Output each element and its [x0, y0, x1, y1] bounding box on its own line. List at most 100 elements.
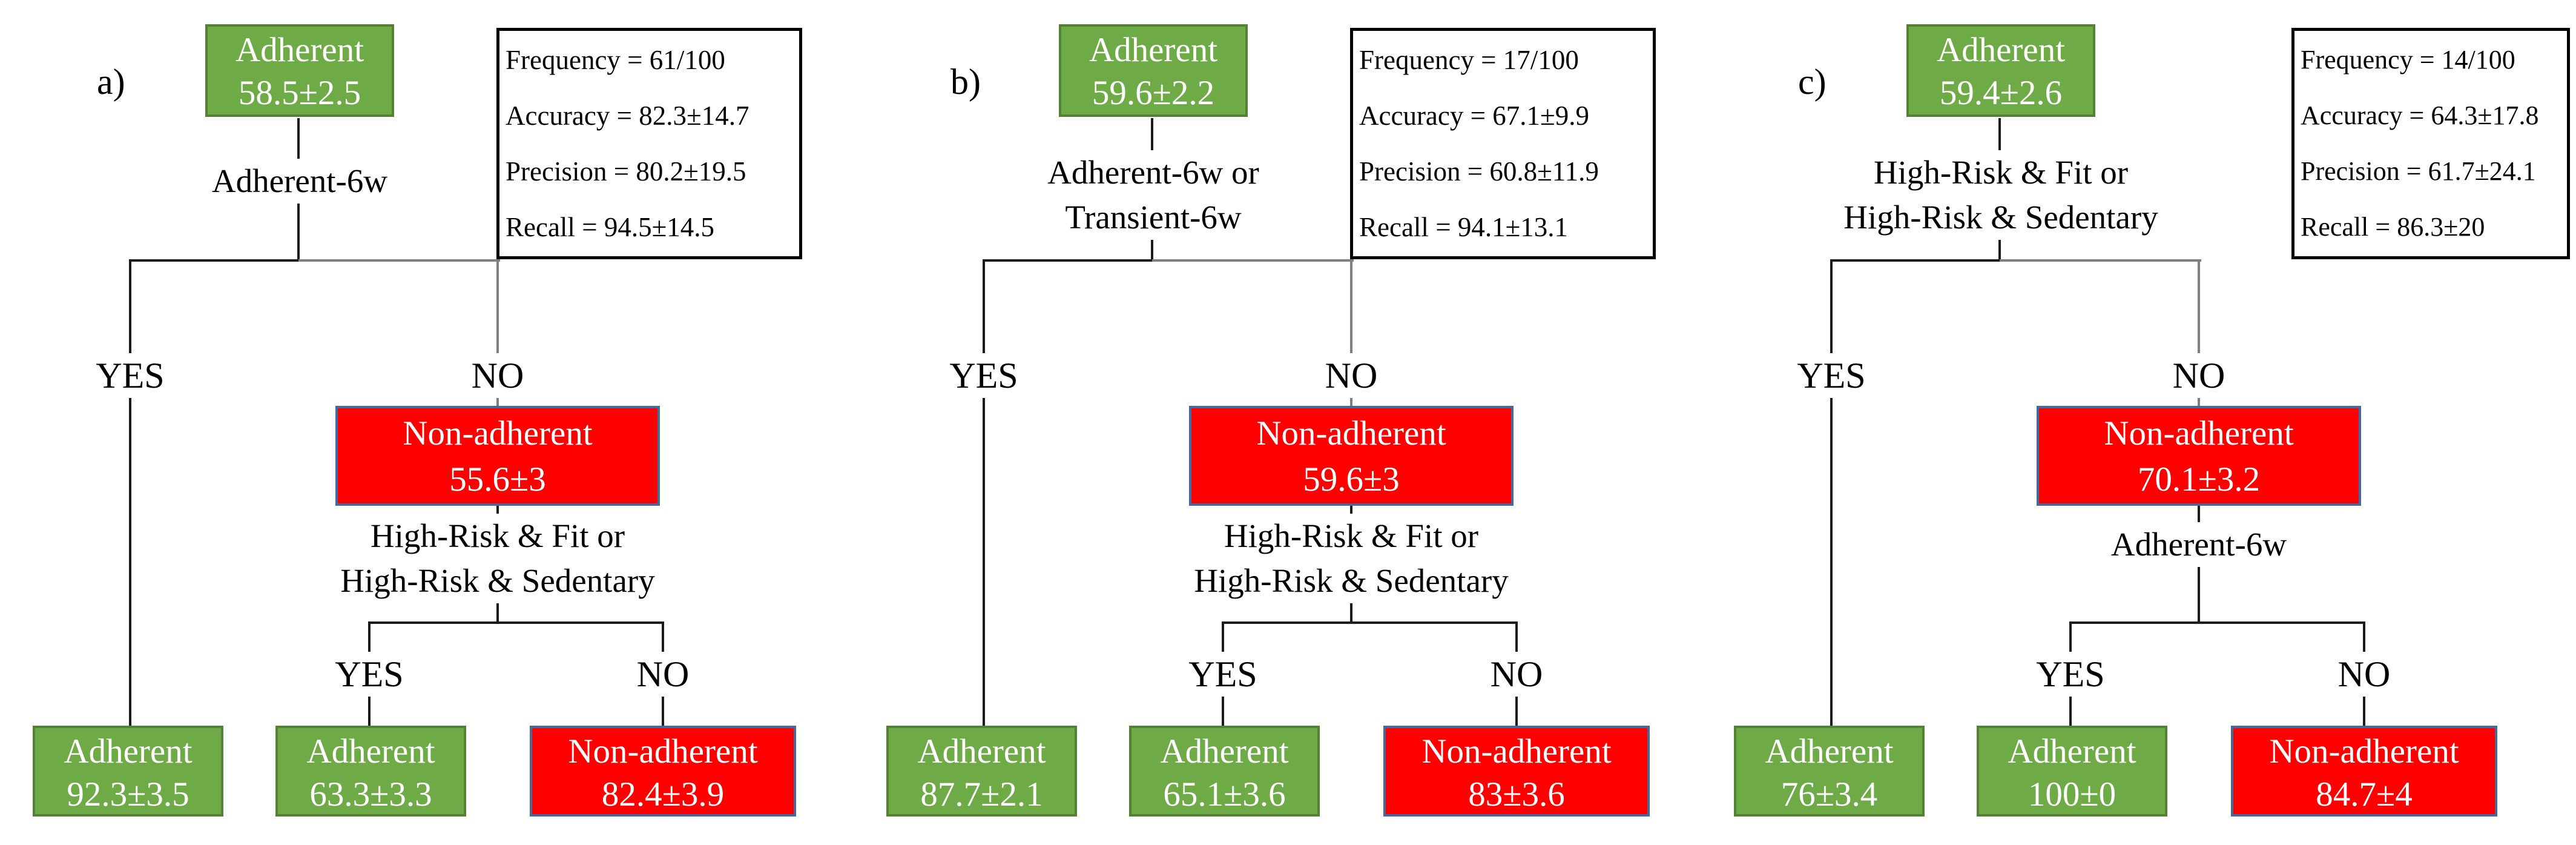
connector-yes1-branch	[129, 259, 131, 726]
no-label-1: NO	[463, 353, 533, 398]
leaf-node: Adherent 65.1±3.6	[1129, 726, 1320, 817]
node-label: Adherent	[306, 732, 435, 770]
panel-label: a)	[97, 61, 125, 103]
connector-no1-branch	[2198, 259, 2200, 408]
branch-line-2	[368, 621, 664, 624]
split-condition-line: Transient-6w	[1065, 199, 1242, 236]
split-condition-line: High-Risk & Fit or	[1224, 517, 1479, 554]
node-value: 76±3.4	[1780, 775, 1878, 814]
internal-node: Non-adherent 59.6±3	[1189, 406, 1514, 506]
node-label: Adherent	[1936, 31, 2066, 69]
node-label: Adherent	[1089, 31, 1218, 69]
node-label: Non-adherent	[1421, 732, 1612, 770]
connector-yes1-branch	[983, 259, 985, 726]
split-condition-line: High-Risk & Fit or	[370, 517, 625, 554]
node-value: 82.4±3.9	[601, 775, 725, 814]
split-condition-line: High-Risk & Sedentary	[340, 562, 655, 599]
metric-precision: Precision = 60.8±11.9	[1359, 156, 1599, 187]
connector-yes1-branch	[1830, 259, 1833, 726]
no-label-2: NO	[2329, 652, 2399, 697]
metric-frequency: Frequency = 61/100	[506, 45, 725, 75]
split-condition-line: Adherent-6w	[211, 162, 388, 199]
node-value: 59.6±2.2	[1092, 74, 1215, 112]
node-value: 65.1±3.6	[1163, 775, 1286, 814]
metric-frequency: Frequency = 14/100	[2301, 45, 2515, 75]
no-label-1: NO	[1316, 353, 1386, 398]
decision-tree-panel-c: c) Adherent 59.4±2.6 Frequency = 14/100 …	[1701, 0, 2576, 845]
split-condition-line: Adherent-6w or	[1047, 154, 1259, 191]
metric-accuracy: Accuracy = 82.3±14.7	[506, 101, 749, 131]
split-condition-2: Adherent-6w	[2103, 522, 2294, 567]
split-condition-1: Adherent-6w or Transient-6w	[1040, 150, 1267, 240]
node-value: 58.5±2.5	[238, 74, 361, 112]
node-value: 87.7±2.1	[920, 775, 1043, 814]
split-condition-line: Adherent-6w	[2110, 526, 2287, 563]
no-label-1: NO	[2164, 353, 2234, 398]
root-node: Adherent 58.5±2.5	[205, 24, 394, 117]
branch-line-2	[1222, 621, 1518, 624]
node-label: Non-adherent	[568, 732, 758, 770]
node-label: Adherent	[2008, 732, 2136, 770]
metrics-box: Frequency = 14/100 Accuracy = 64.3±17.8 …	[2291, 28, 2570, 259]
connector-no1-branch	[1350, 259, 1352, 408]
panel-label: b)	[950, 61, 981, 103]
branch-line-1-left	[129, 259, 300, 262]
split-condition-1: High-Risk & Fit or High-Risk & Sedentary	[1836, 150, 2166, 240]
node-value: 83±3.6	[1468, 775, 1565, 814]
decision-tree-panel-a: a) Adherent 58.5±2.5 Frequency = 61/100 …	[0, 0, 875, 845]
node-value: 100±0	[2028, 775, 2116, 814]
yes-label-1: YES	[941, 353, 1027, 398]
node-value: 59.4±2.6	[1939, 74, 2063, 112]
node-label: Non-adherent	[2269, 732, 2459, 770]
split-condition-2: High-Risk & Fit or High-Risk & Sedentary	[333, 514, 662, 603]
node-value: 84.7±4	[2316, 775, 2413, 814]
node-label: Non-adherent	[2104, 414, 2294, 452]
metric-frequency: Frequency = 17/100	[1359, 45, 1579, 75]
split-condition-line: High-Risk & Sedentary	[1843, 199, 2158, 236]
metrics-box: Frequency = 17/100 Accuracy = 67.1±9.9 P…	[1350, 28, 1656, 259]
node-label: Adherent	[1765, 732, 1894, 770]
node-label: Adherent	[235, 31, 364, 69]
leaf-node: Adherent 76±3.4	[1734, 726, 1925, 817]
node-value: 92.3±3.5	[67, 775, 189, 814]
leaf-node: Adherent 63.3±3.3	[275, 726, 466, 817]
no-label-2: NO	[1481, 652, 1552, 697]
leaf-node: Non-adherent 83±3.6	[1383, 726, 1650, 817]
node-value: 63.3±3.3	[309, 775, 432, 814]
split-condition-line: High-Risk & Fit or	[1873, 154, 2129, 191]
metric-accuracy: Accuracy = 64.3±17.8	[2301, 101, 2539, 130]
leaf-node: Adherent 87.7±2.1	[886, 726, 1077, 817]
split-condition-line: High-Risk & Sedentary	[1194, 562, 1509, 599]
node-label: Adherent	[1160, 732, 1289, 770]
split-condition-2: High-Risk & Fit or High-Risk & Sedentary	[1187, 514, 1516, 603]
internal-node: Non-adherent 70.1±3.2	[2037, 406, 2361, 506]
node-label: Non-adherent	[403, 414, 593, 452]
branch-line-1-right	[298, 259, 500, 262]
no-label-2: NO	[628, 652, 698, 697]
metric-recall: Recall = 94.1±13.1	[1359, 212, 1569, 242]
branch-line-1-right	[1152, 259, 1354, 262]
node-value: 70.1±3.2	[2137, 460, 2261, 499]
branch-line-1-right	[2000, 259, 2201, 262]
node-value: 59.6±3	[1303, 460, 1400, 499]
panel-label: c)	[1798, 61, 1827, 103]
yes-label-2: YES	[1180, 652, 1266, 697]
branch-line-2	[2069, 621, 2365, 624]
node-label: Adherent	[64, 732, 193, 770]
root-node: Adherent 59.4±2.6	[1906, 24, 2095, 117]
branch-line-1-left	[983, 259, 1153, 262]
node-label: Non-adherent	[1256, 414, 1446, 452]
metric-precision: Precision = 61.7±24.1	[2301, 156, 2536, 186]
leaf-node: Non-adherent 82.4±3.9	[530, 726, 796, 817]
metric-precision: Precision = 80.2±19.5	[506, 156, 746, 187]
decision-tree-panel-b: b) Adherent 59.6±2.2 Frequency = 17/100 …	[854, 0, 1728, 845]
node-value: 55.6±3	[449, 460, 546, 499]
yes-label-1: YES	[87, 353, 173, 398]
metrics-box: Frequency = 61/100 Accuracy = 82.3±14.7 …	[496, 28, 802, 259]
split-condition-1: Adherent-6w	[204, 159, 395, 204]
connector-no1-branch	[496, 259, 499, 408]
root-node: Adherent 59.6±2.2	[1059, 24, 1248, 117]
internal-node: Non-adherent 55.6±3	[335, 406, 660, 506]
leaf-node: Adherent 100±0	[1977, 726, 2167, 817]
